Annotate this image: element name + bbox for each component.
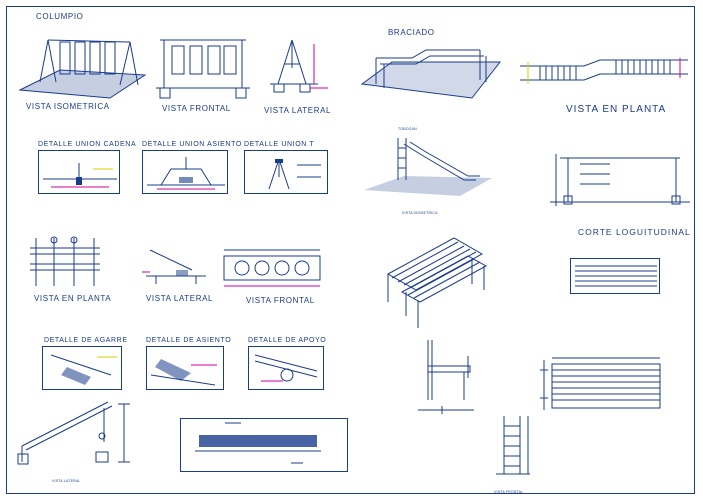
title-detalle-union-cadena: DETALLE UNION CADENA bbox=[38, 141, 137, 148]
swing-front-drawing bbox=[156, 39, 250, 99]
label-vista-frontal-1: VISTA FRONTAL bbox=[162, 104, 231, 113]
label-vista-en-planta-2: VISTA EN PLANTA bbox=[34, 294, 112, 303]
label-vista-lateral-1: VISTA LATERAL bbox=[264, 106, 332, 115]
detail-box-union-asiento bbox=[142, 150, 228, 194]
label-vista-isometrica-small: VISTA ISOMETRICA bbox=[402, 211, 438, 215]
slide-isometric-drawing bbox=[364, 138, 492, 196]
bench-chair-side-drawing bbox=[418, 340, 474, 414]
monkey-bars-plan-drawing bbox=[520, 58, 688, 84]
ladder-side-drawing bbox=[496, 416, 530, 475]
monkey-bars-isometric-drawing bbox=[360, 49, 502, 99]
title-braciado: BRACIADO bbox=[388, 28, 435, 37]
swing-side-drawing bbox=[270, 39, 328, 93]
sheet-border bbox=[6, 6, 695, 494]
bench-section-box bbox=[570, 258, 660, 294]
title-detalle-union-asiento: DETALLE UNION ASIENTO bbox=[142, 141, 242, 148]
detail-box-agarre bbox=[42, 346, 122, 390]
detail-box-asiento bbox=[146, 346, 224, 390]
detail-box-union-t bbox=[244, 150, 328, 194]
label-corte-longitudinal: CORTE LOGUITUDINAL bbox=[578, 227, 691, 237]
swing-isometric-drawing bbox=[18, 39, 147, 99]
monkey-bars-side-drawing bbox=[550, 154, 690, 206]
label-vista-frontal-small: VISTA FRONTAL bbox=[494, 490, 524, 494]
slide-side-drawing bbox=[17, 401, 130, 465]
bench-front-drawing bbox=[223, 249, 321, 287]
title-detalle-apoyo: DETALLE DE APOYO bbox=[248, 337, 327, 344]
bench-plan-drawing bbox=[30, 236, 100, 286]
bench-front-elevation-drawing bbox=[540, 357, 661, 410]
title-detalle-union-t: DETALLE UNION T bbox=[244, 141, 315, 148]
detail-box-apoyo bbox=[248, 346, 324, 390]
bench-side-drawing bbox=[142, 249, 206, 284]
title-columpio: COLUMPIO bbox=[36, 12, 84, 21]
detail-box-union-cadena bbox=[38, 150, 120, 194]
park-bench-isometric-drawing bbox=[386, 237, 488, 328]
title-detalle-asiento: DETALLE DE ASIENTO bbox=[146, 337, 232, 344]
title-tobogan: TOBOGAN bbox=[398, 127, 417, 131]
title-detalle-agarre: DETALLE DE AGARRE bbox=[44, 337, 128, 344]
label-vista-isometrica: VISTA ISOMETRICA bbox=[26, 102, 110, 111]
label-vista-lateral-2: VISTA LATERAL bbox=[146, 294, 214, 303]
label-vista-en-planta-1: VISTA EN PLANTA bbox=[566, 104, 667, 115]
slide-plan-box bbox=[180, 418, 348, 472]
label-vista-frontal-2: VISTA FRONTAL bbox=[246, 296, 315, 305]
label-vista-lateral-small: VISTA LATERAL bbox=[52, 479, 81, 483]
